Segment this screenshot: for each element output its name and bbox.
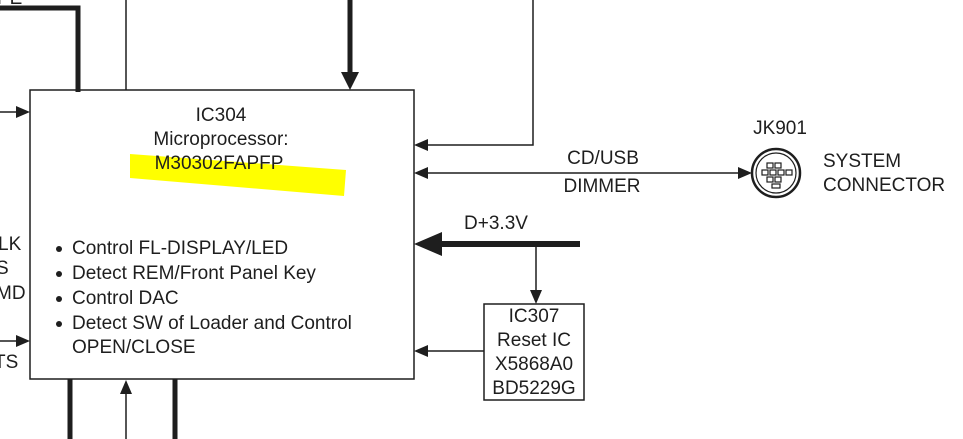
ic304-id: IC304 bbox=[195, 105, 247, 126]
ic307-part-1: X5868A0 bbox=[494, 354, 574, 375]
cd-usb-arrow-right bbox=[738, 167, 752, 179]
connector-name-line2: CONNECTOR bbox=[823, 175, 946, 196]
ic304-box bbox=[29, 89, 415, 380]
ic307-type: Reset IC bbox=[497, 330, 571, 351]
power-arrow bbox=[414, 232, 442, 256]
power-drop-arrow bbox=[530, 290, 542, 304]
left-input-2-arrow bbox=[16, 335, 30, 347]
signal-cd-usb: CD/USB bbox=[567, 148, 639, 169]
line-top-right bbox=[428, 0, 534, 146]
line-bottom-thin-arrow bbox=[120, 380, 132, 394]
function-item-continuation: OPEN/CLOSE bbox=[72, 337, 196, 358]
function-item: Control FL-DISPLAY/LED bbox=[54, 236, 352, 261]
ic304-function-list: Control FL-DISPLAY/LED Detect REM/Front … bbox=[54, 236, 352, 336]
function-item: Control DAC bbox=[54, 286, 352, 311]
ic307-part-2: BD5229G bbox=[492, 378, 576, 399]
label-top-left-cut: D/PE bbox=[0, 0, 22, 10]
label-left-md: MD bbox=[0, 283, 26, 304]
connector-id: JK901 bbox=[753, 118, 807, 139]
function-item: Detect REM/Front Panel Key bbox=[54, 261, 352, 286]
label-left-ts: TS bbox=[0, 352, 19, 373]
bus-top-center-arrow bbox=[341, 72, 359, 90]
cd-usb-arrow-left bbox=[414, 167, 428, 179]
connector-symbol bbox=[750, 147, 802, 199]
function-item: Detect SW of Loader and Control bbox=[54, 311, 352, 336]
ic307-id: IC307 bbox=[508, 306, 560, 327]
line-top-right-arrow bbox=[414, 139, 428, 151]
left-input-1-arrow bbox=[16, 106, 30, 118]
label-left-lk: LK bbox=[0, 234, 22, 255]
ic304-part-number: M30302FAPFP bbox=[154, 153, 284, 174]
signal-power: D+3.3V bbox=[464, 213, 528, 234]
ic307-box bbox=[483, 303, 585, 401]
part-number-highlight bbox=[130, 154, 346, 196]
connector-name-line1: SYSTEM bbox=[823, 151, 902, 172]
ic304-type: Microprocessor: bbox=[153, 129, 289, 150]
reset-arrow bbox=[414, 345, 428, 357]
signal-dimmer: DIMMER bbox=[563, 176, 641, 197]
label-left-s: S bbox=[0, 258, 9, 279]
bus-top-left bbox=[0, 5, 81, 92]
